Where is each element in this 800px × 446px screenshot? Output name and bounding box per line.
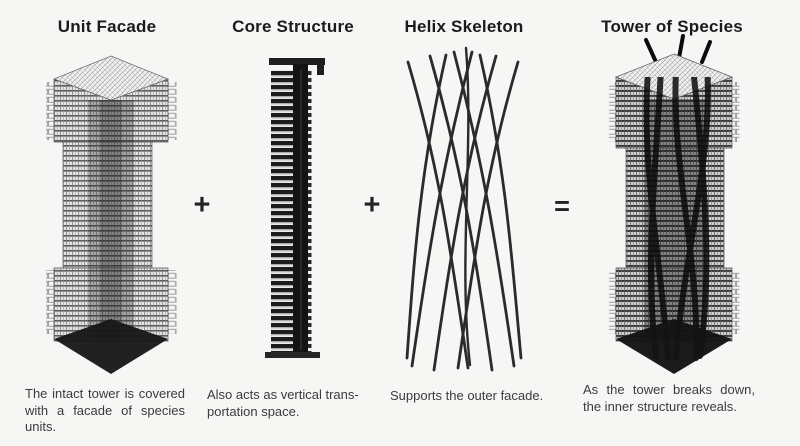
facade-unit-boxes [46,82,54,140]
caption-line: Supports the outer facade. [390,388,544,403]
facade-unit-boxes [168,270,177,334]
helix-strand [432,54,498,372]
column-title-helix-skeleton: Helix Skeleton [404,17,524,36]
helix-strand [405,53,448,360]
column-title-unit-facade: Unit Facade [57,17,157,36]
inner-helix-strands [643,77,711,361]
helix-strand [406,60,470,370]
facade-unit-boxes [731,272,740,334]
column-title-tower-of-species: Tower of Species [601,17,743,36]
tower-base [616,319,732,374]
caption-line: the inner structure reveals. [583,398,737,414]
column-title-core-structure: Core Structure [232,17,354,36]
core-floor-slabs [271,70,295,354]
helix-strand [452,50,516,368]
facade-unit-boxes [168,82,177,140]
core-edge-serration [308,70,312,354]
plus-operator-1: + [193,189,211,221]
core-top-plate [269,58,325,65]
core-base-plate [265,352,320,358]
facade-unit-boxes [609,82,617,142]
helix-strand [478,53,523,360]
facade-unit-boxes [731,82,740,142]
caption-core-structure: Also acts as vertical trans- portation s… [207,387,372,420]
facade-unit-boxes [609,272,617,334]
caption-line: portation space. [207,403,300,419]
plus-operator-2: + [363,189,381,221]
equals-operator: = [554,191,570,221]
helix-stubs [644,34,712,64]
core-structure-illustration [265,58,325,358]
caption-tower-of-species: As the tower breaks down, the inner stru… [583,382,755,415]
helix-skeleton-illustration [405,46,523,372]
caption-line: Also acts as vertical trans- [207,387,359,402]
caption-helix-skeleton: Supports the outer facade. [390,388,565,405]
tower-of-species-illustration [609,34,740,374]
tower-top-face [53,55,169,101]
helix-strand [410,50,474,368]
core-shaft-seam [300,70,302,350]
tower-core-shadow [88,100,134,339]
caption-unit-facade: The intact tower is covered with a facad… [25,386,185,436]
helix-strand [464,46,472,367]
tower-bottom-block [53,267,169,342]
unit-facade-illustration [46,55,177,374]
tower-base [54,319,168,374]
tower-core-shadow [100,100,122,339]
caption-line: The intact tower is covered [25,386,185,401]
facade-unit-boxes [46,270,54,334]
helix-strand [456,60,520,370]
caption-line: with a facade of species [25,402,185,418]
caption-line: units. [25,419,57,434]
core-top-plate-tab [317,58,324,75]
caption-line: As the tower breaks down, [583,382,755,397]
